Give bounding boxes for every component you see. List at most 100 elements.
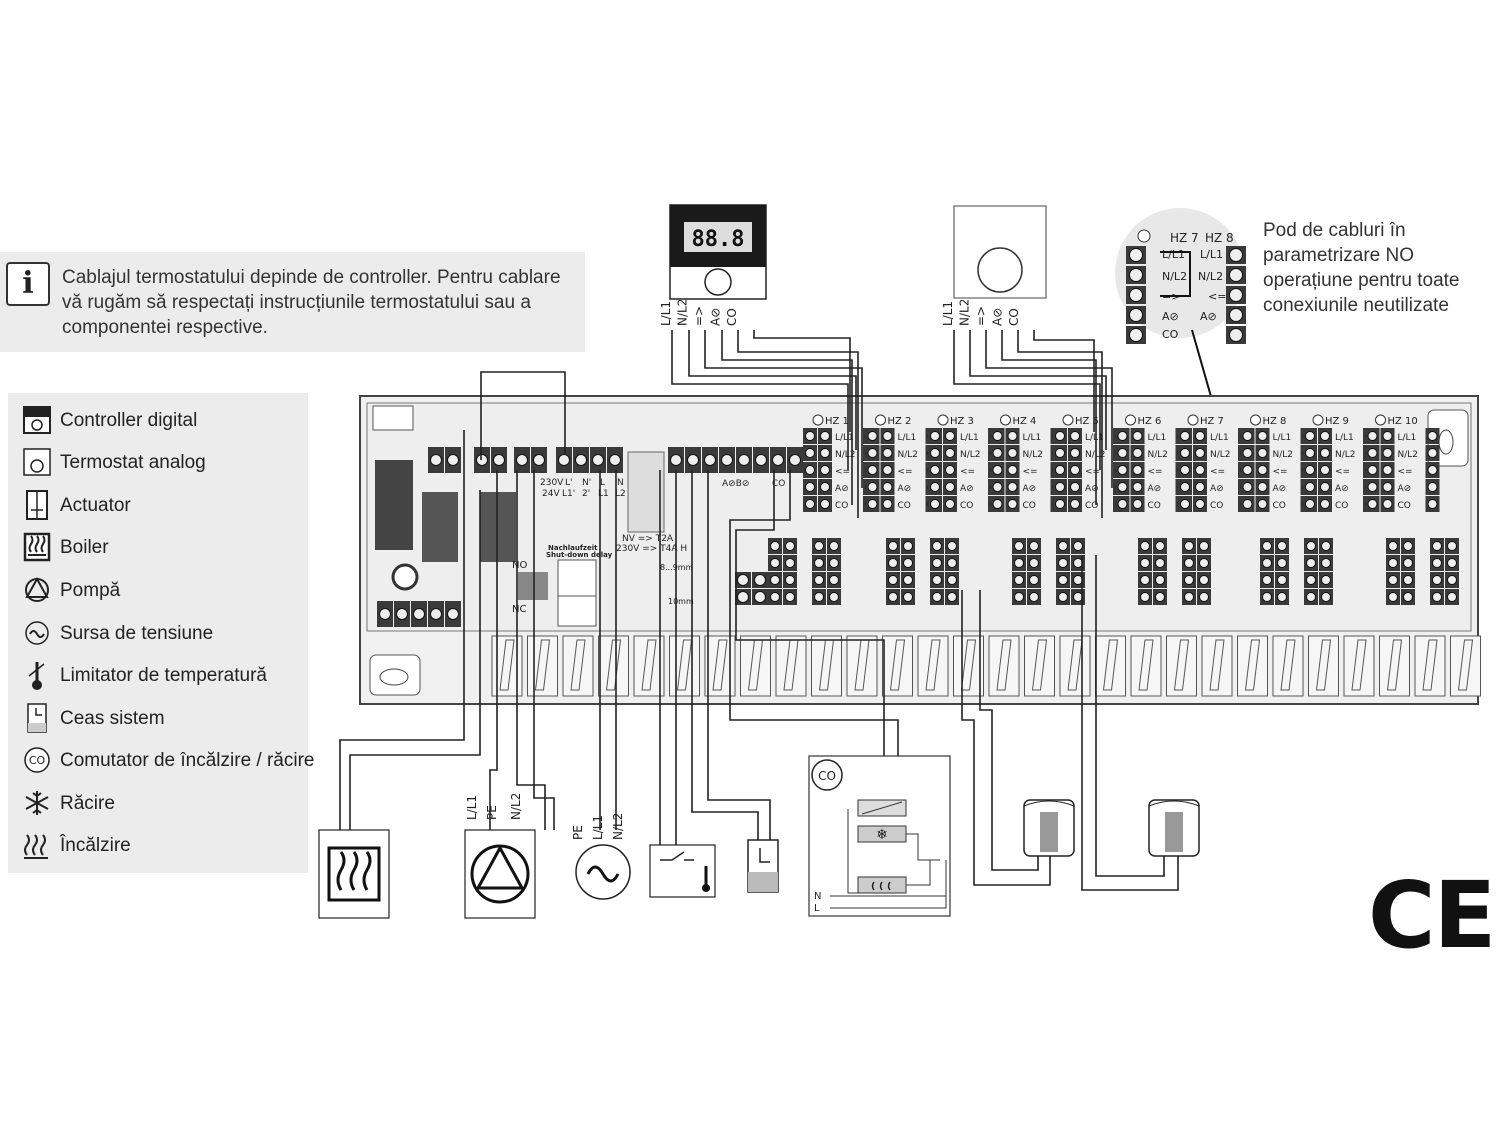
terminal	[945, 538, 959, 554]
terminal	[752, 572, 768, 588]
terminal	[1193, 428, 1207, 444]
terminal	[1053, 479, 1067, 495]
terminal	[1197, 589, 1211, 605]
terminal	[735, 589, 751, 605]
terminal	[880, 428, 895, 444]
terminal	[1240, 496, 1255, 512]
terminal	[945, 589, 959, 605]
zone-terminal-label: A⊘	[1148, 484, 1162, 494]
terminal	[1068, 496, 1082, 512]
terminal	[1071, 538, 1085, 554]
terminal	[753, 447, 769, 473]
svg-text:❄: ❄	[876, 826, 888, 842]
supply-label: L'	[565, 478, 573, 488]
terminal	[803, 479, 817, 495]
zoom-terminal-label: A⊘	[1162, 310, 1179, 323]
terminal	[827, 555, 841, 571]
terminal	[1126, 326, 1146, 344]
legend-item-system-clock: Ceas sistem	[22, 701, 312, 735]
supply-label: N	[617, 478, 624, 488]
legend-item-actuator: Actuator	[22, 488, 312, 522]
terminal	[928, 479, 942, 495]
relay	[669, 635, 700, 697]
thermostat-terminal-label: A⊘	[991, 308, 1005, 326]
co-switch-label: CO	[818, 769, 836, 783]
zone-terminal-label: N/L2	[1335, 450, 1356, 460]
relay	[882, 635, 913, 697]
terminal	[812, 555, 826, 571]
terminal	[1303, 479, 1317, 495]
terminal	[901, 555, 915, 571]
zone-terminal-label: CO	[835, 501, 848, 511]
terminal	[1445, 589, 1459, 605]
terminal	[1178, 462, 1192, 478]
digital-thermostat: 88.8	[669, 204, 767, 300]
zone-terminal-label: <=	[835, 467, 850, 477]
terminal	[1386, 555, 1400, 571]
thermostat-terminal-label: N/L2	[676, 299, 690, 326]
bridge-zoom: HZ 7 HZ 8 L/L1 N/L2 => A⊘ CO L/L1 N/L2 <…	[1115, 208, 1246, 401]
terminal	[1226, 266, 1246, 284]
terminal	[1012, 589, 1026, 605]
legend-label: Răcire	[60, 793, 115, 814]
actuator-icon	[26, 490, 48, 520]
system-clock-icon	[27, 703, 47, 733]
terminal	[928, 462, 942, 478]
zone-terminal-label: L/L1	[1023, 433, 1042, 443]
zone-terminal-label: L/L1	[898, 433, 917, 443]
terminal	[1401, 555, 1415, 571]
terminal	[818, 428, 832, 444]
thermostat-terminal-label: L/L1	[941, 301, 955, 326]
terminal	[945, 555, 959, 571]
legend-label: Încălzire	[60, 835, 131, 856]
terminal	[1182, 572, 1196, 588]
legend-item-digital-controller: Controller digital	[22, 403, 312, 437]
zoom-terminal-label: A⊘	[1200, 310, 1217, 323]
terminal	[1445, 555, 1459, 571]
relay	[953, 635, 984, 697]
temperature-limiter-icon	[28, 662, 45, 690]
relay	[811, 635, 842, 697]
terminal	[1126, 306, 1146, 324]
terminal	[1012, 555, 1026, 571]
terminal	[1275, 538, 1289, 554]
terminal	[803, 462, 817, 478]
terminal	[735, 572, 751, 588]
zone-terminal-label: <=	[1335, 467, 1350, 477]
strip-label: 10mm	[668, 597, 694, 606]
terminal	[1130, 479, 1145, 495]
terminal	[1226, 326, 1246, 344]
zoom-terminal-label: L/L1	[1200, 248, 1223, 261]
terminal	[1401, 589, 1415, 605]
terminal	[1027, 589, 1041, 605]
terminal	[1193, 479, 1207, 495]
co-n-label: N	[814, 891, 821, 902]
terminal	[685, 447, 701, 473]
terminal	[1318, 479, 1332, 495]
zone-terminal-label: <=	[1023, 467, 1038, 477]
terminal	[1027, 572, 1041, 588]
no-label: NO	[512, 560, 527, 571]
terminal	[1303, 462, 1317, 478]
terminal	[783, 538, 797, 554]
zone-terminal-label: A⊘	[898, 484, 912, 494]
relay	[988, 635, 1020, 697]
terminal	[1115, 428, 1130, 444]
system-clock	[747, 839, 779, 893]
zone-terminal-label: CO	[898, 501, 911, 511]
terminal	[1260, 589, 1274, 605]
terminal	[1260, 538, 1274, 554]
terminal	[943, 445, 957, 461]
zone-terminal-label: CO	[1148, 501, 1161, 511]
power-source	[575, 844, 631, 900]
terminal	[1303, 428, 1317, 444]
analog-thermostat-icon	[23, 448, 51, 476]
zone-terminal-label: A⊘	[1398, 484, 1412, 494]
zone-terminal-label: A⊘	[1210, 484, 1224, 494]
pump-terminal-label: L/L1	[465, 795, 479, 820]
terminal	[1386, 589, 1400, 605]
terminal	[1005, 445, 1020, 461]
info-text: Cablajul termostatului depinde de contro…	[62, 267, 561, 338]
